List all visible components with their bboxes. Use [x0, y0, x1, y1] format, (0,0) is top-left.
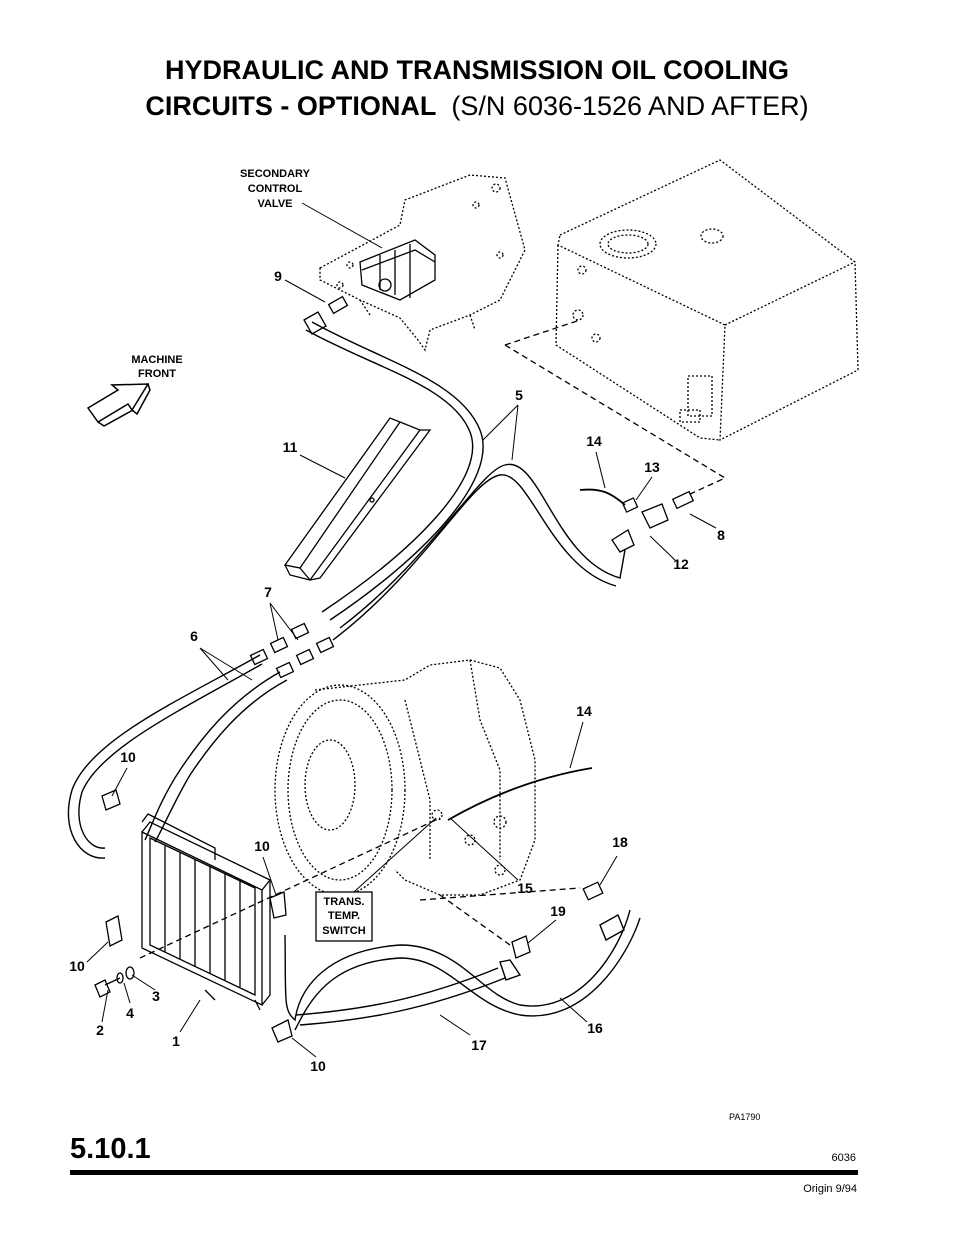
hydraulic-tank: [555, 159, 859, 442]
fitting-9: [303, 295, 349, 335]
model-number: 6036: [831, 1152, 856, 1164]
label-line: TEMP.: [328, 910, 360, 922]
label-line: SWITCH: [322, 925, 365, 937]
title-bold-part: CIRCUITS - OPTIONAL: [145, 91, 437, 121]
callout-14a: 14: [586, 433, 602, 449]
valve-plate: [319, 174, 526, 352]
callout-6: 6: [190, 628, 198, 644]
temp-wire-bottom: [447, 767, 593, 821]
title-serial-part: (S/N 6036-1526 AND AFTER): [451, 91, 809, 121]
section-number: 5.10.1: [70, 1133, 151, 1165]
callout-17: 17: [471, 1037, 487, 1053]
callout-10d: 10: [310, 1058, 326, 1074]
label-line: MACHINE: [131, 354, 182, 366]
callout-7: 7: [264, 584, 272, 600]
fittings-18-19: [511, 881, 604, 959]
label-line: VALVE: [257, 198, 292, 210]
label-line: TRANS.: [324, 896, 365, 908]
hose-5: [305, 321, 626, 641]
callout-1: 1: [172, 1033, 180, 1049]
elbows-10: [101, 789, 293, 1043]
callout-12: 12: [673, 556, 689, 572]
figure-id: PA1790: [729, 1112, 761, 1122]
bolt-and-washers: [94, 966, 135, 998]
callout-10a: 10: [120, 749, 136, 765]
callout-leaders: [86, 202, 717, 1058]
callout-5: 5: [515, 387, 523, 403]
trans-temp-switch-label: TRANS. TEMP. SWITCH: [322, 896, 365, 937]
callout-10b: 10: [254, 838, 270, 854]
leader-trans: [419, 887, 581, 946]
label-line: SECONDARY: [240, 168, 311, 180]
callout-4: 4: [126, 1005, 134, 1021]
callout-11: 11: [283, 439, 298, 455]
callout-18: 18: [612, 834, 628, 850]
leader-tank: [504, 319, 727, 496]
page-title-line2: CIRCUITS - OPTIONAL (S/N 6036-1526 AND A…: [0, 88, 954, 124]
callout-10c: 10: [69, 958, 85, 974]
callout-19: 19: [550, 903, 566, 919]
trans-temp-switch-box: [315, 891, 373, 942]
secondary-control-valve: [359, 239, 436, 301]
callout-14b: 14: [576, 703, 592, 719]
hose-6: [67, 654, 288, 859]
machine-front-arrow-icon: [86, 383, 151, 427]
oil-cooler: [141, 813, 272, 1011]
footer-rule: [70, 1170, 858, 1175]
fittings-7: [249, 622, 335, 679]
fittings-8-12-13: [611, 490, 695, 553]
callout-15: 15: [517, 880, 533, 896]
secondary-control-valve-label: SECONDARY CONTROL VALVE: [240, 168, 311, 210]
label-line: FRONT: [138, 368, 176, 380]
callout-8: 8: [717, 527, 725, 543]
label-line: CONTROL: [248, 183, 303, 195]
callout-16: 16: [587, 1020, 603, 1036]
hose-16-17: [284, 909, 641, 1031]
page-title-line1: HYDRAULIC AND TRANSMISSION OIL COOLING: [164, 55, 789, 85]
callout-2: 2: [96, 1022, 104, 1038]
callout-13: 13: [644, 459, 660, 475]
leader-cooler: [139, 817, 441, 959]
callout-3: 3: [152, 988, 160, 1004]
machine-front-label: MACHINE FRONT: [131, 354, 182, 380]
temp-wire-top: [579, 488, 626, 506]
callout-numbers: 9 5 11 14 13 8 12 7 6 14 10 10 18 15 19 …: [69, 268, 725, 1074]
channel-bracket: [283, 417, 432, 582]
origin-date: Origin 9/94: [803, 1183, 857, 1195]
callout-9: 9: [274, 268, 282, 284]
